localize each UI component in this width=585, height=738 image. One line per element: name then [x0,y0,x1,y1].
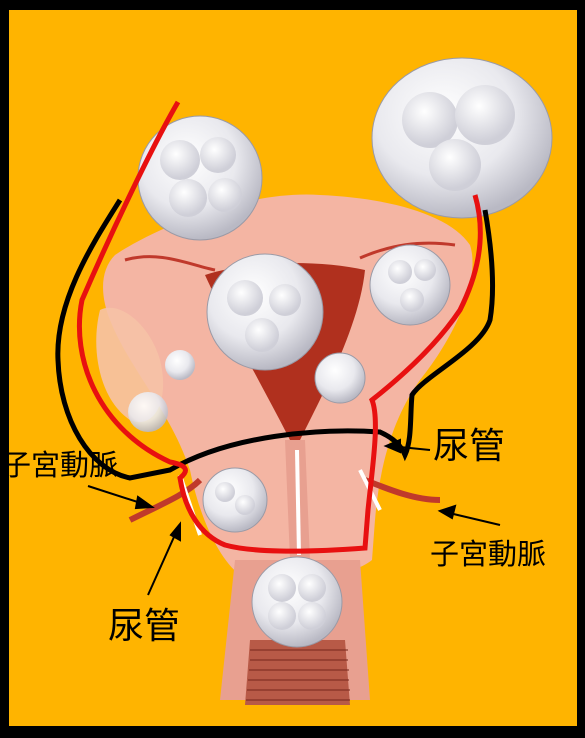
fibroid-cervical-left [203,468,267,532]
fibroid-right-wall [370,245,450,325]
cervical-canal-line [297,450,299,555]
fibroid-small-left [165,350,195,380]
fibroid-cervix [252,557,342,647]
fibroid-left-ovary-area [128,392,168,432]
fibroid-top-right [372,58,552,218]
fibroid-intramural-center [207,254,323,370]
fibroid-small-center [315,353,365,403]
label-ureter-left: 尿管 [108,609,180,645]
label-uterine-artery-left: 子宮動脈 [2,451,118,480]
label-ureter-right: 尿管 [433,429,505,465]
label-uterine-artery-right: 子宮動脈 [430,540,546,569]
fibroid-top-left [138,116,262,240]
